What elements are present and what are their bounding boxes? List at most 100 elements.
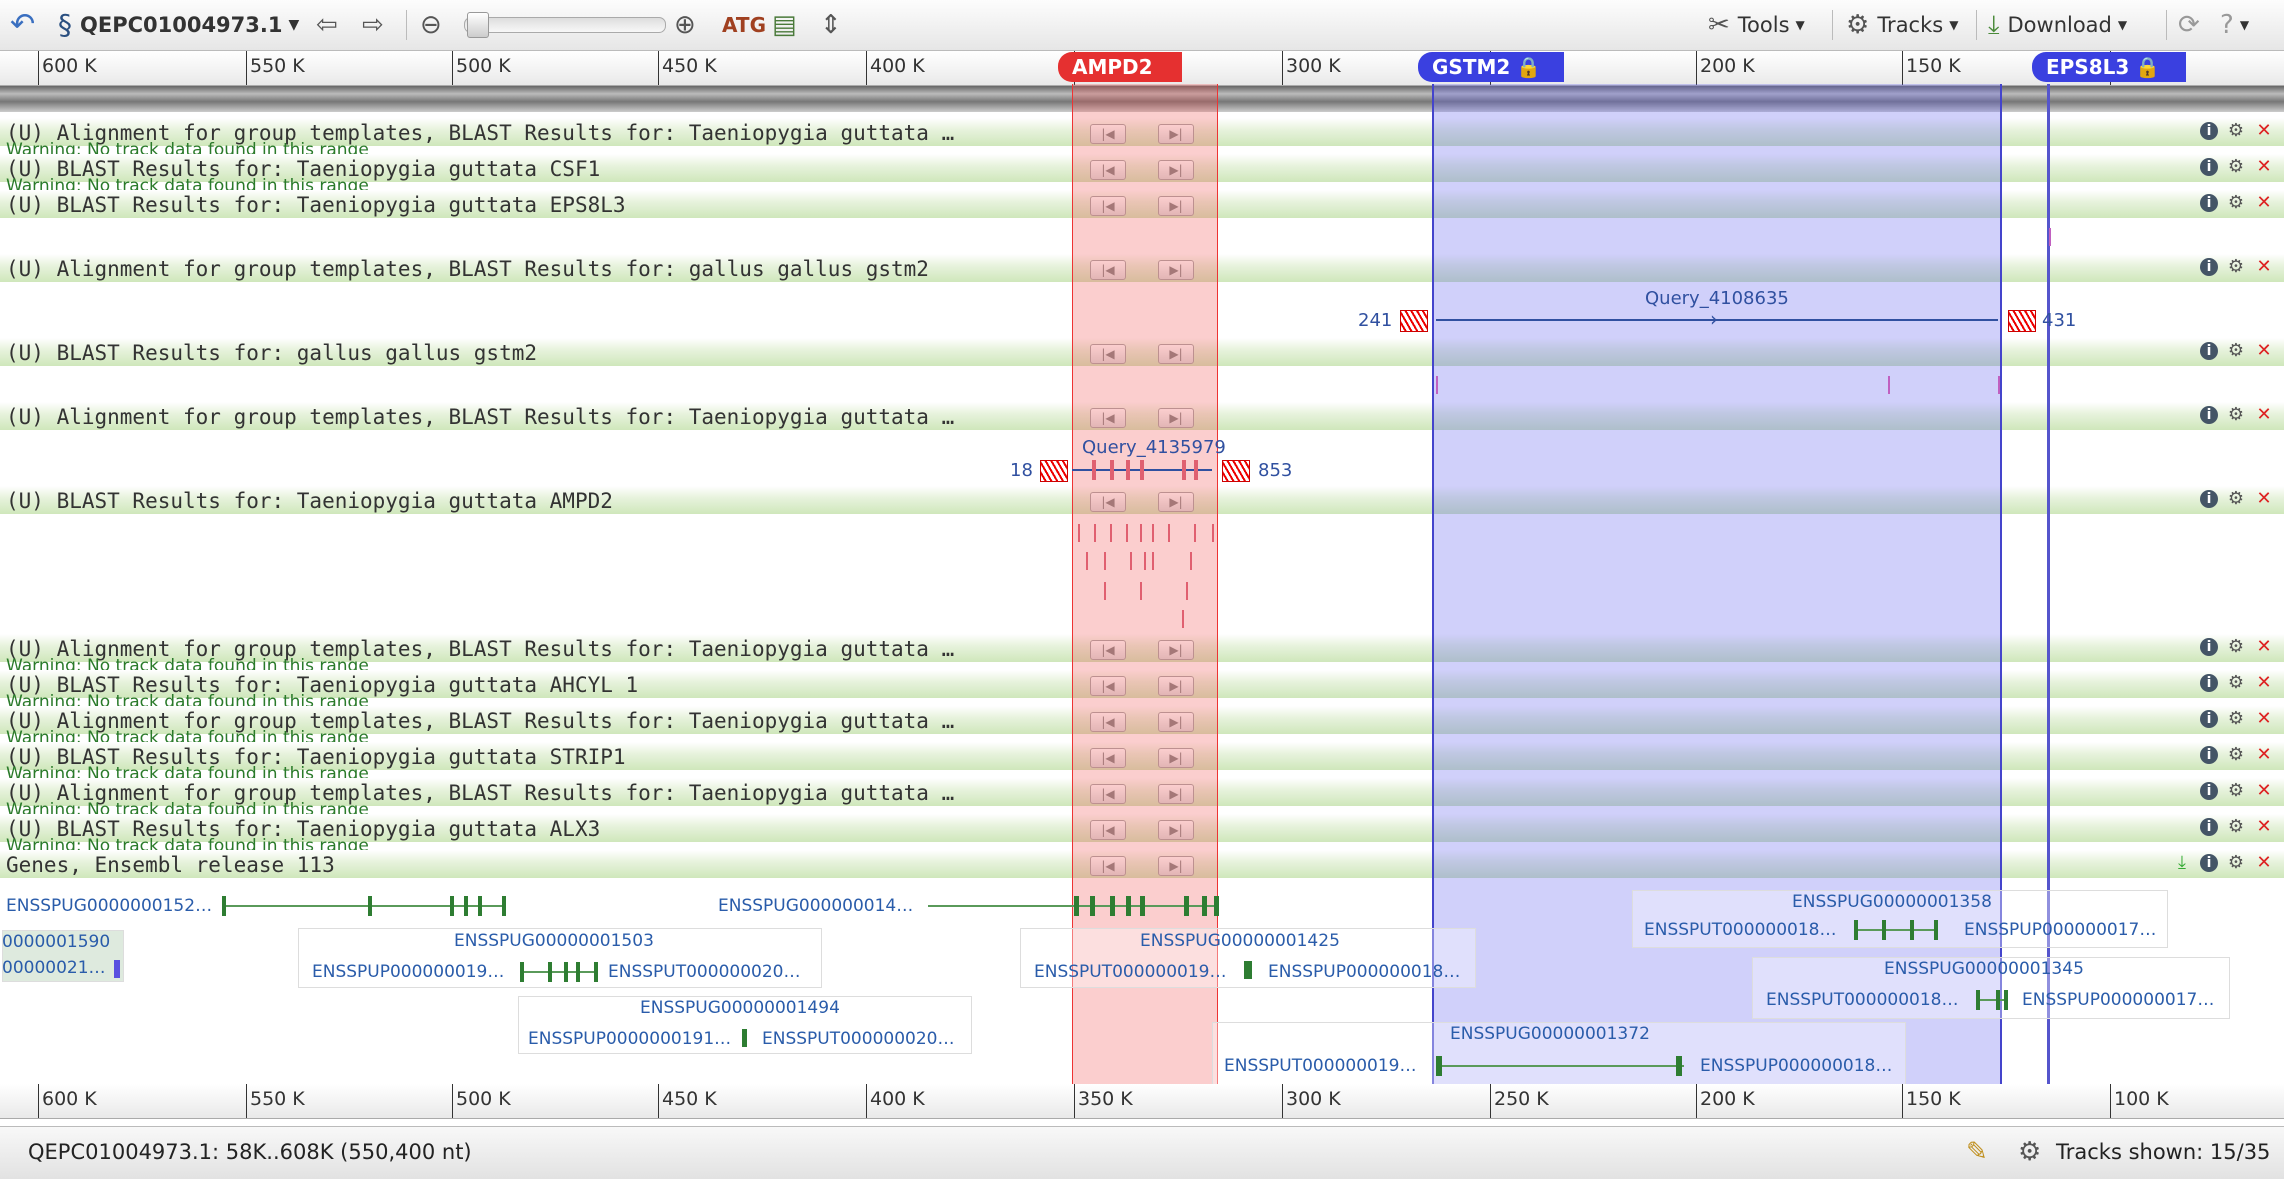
close-icon[interactable]: ✕: [2256, 744, 2272, 765]
gear-icon[interactable]: ⚙: [2227, 672, 2245, 693]
gear-icon[interactable]: ⚙: [2227, 708, 2245, 729]
close-icon[interactable]: ✕: [2256, 340, 2272, 361]
gene-label[interactable]: ENSSPUG00000001494: [640, 998, 840, 1018]
transcript-label[interactable]: ENSSPUT000000020…: [608, 962, 801, 982]
transcript-label[interactable]: ENSSPUT000000018…: [1644, 920, 1837, 940]
nav-next-button[interactable]: ▶|: [1158, 676, 1194, 696]
nav-prev-button[interactable]: |◀: [1090, 260, 1126, 280]
nav-next-button[interactable]: ▶|: [1158, 712, 1194, 732]
info-icon[interactable]: i: [2200, 406, 2218, 424]
close-icon[interactable]: ✕: [2256, 708, 2272, 729]
nav-prev-button[interactable]: |◀: [1090, 196, 1126, 216]
info-icon[interactable]: i: [2200, 638, 2218, 656]
download-menu[interactable]: ⤓ Download ▼: [1988, 0, 2127, 50]
info-icon[interactable]: i: [2200, 122, 2218, 140]
track-label[interactable]: (U) BLAST Results for: Taeniopygia gutta…: [6, 489, 613, 513]
blast-hit-mark[interactable]: [1168, 524, 1170, 542]
pan-left-button[interactable]: ⇦: [316, 0, 338, 50]
nav-next-button[interactable]: ▶|: [1158, 344, 1194, 364]
gene-model[interactable]: [222, 905, 504, 907]
nav-next-button[interactable]: ▶|: [1158, 160, 1194, 180]
blast-hit-mark[interactable]: [1104, 582, 1106, 600]
nav-prev-button[interactable]: |◀: [1090, 820, 1126, 840]
blast-hit-mark[interactable]: [1094, 524, 1096, 542]
track-label[interactable]: (U) BLAST Results for: Taeniopygia gutta…: [6, 193, 626, 217]
gear-icon[interactable]: ⚙: [2227, 816, 2245, 837]
marker-eps8l3[interactable]: EPS8L3 🔒: [2032, 52, 2186, 82]
track-header[interactable]: [0, 742, 2284, 770]
blast-hit-mark[interactable]: [1186, 582, 1188, 600]
blast-hit-mark[interactable]: [1140, 524, 1142, 542]
refseq-selector[interactable]: § QEPC01004973.1 ▼: [58, 0, 299, 50]
blast-hit-mark[interactable]: [1888, 376, 1890, 394]
close-icon[interactable]: ✕: [2256, 404, 2272, 425]
nav-prev-button[interactable]: |◀: [1090, 160, 1126, 180]
blast-hit-mark[interactable]: [1190, 552, 1192, 570]
gene-label[interactable]: ENSSPUG00000001345: [1884, 959, 2084, 979]
nav-prev-button[interactable]: |◀: [1090, 124, 1126, 144]
zoom-in-button[interactable]: ⊕: [674, 0, 696, 50]
track-group-button[interactable]: ▤: [772, 0, 797, 50]
transcript-label[interactable]: ENSSPUT000000020…: [762, 1029, 955, 1049]
blast-hit-mark[interactable]: [1104, 552, 1106, 570]
track-label[interactable]: (U) Alignment for group templates, BLAST…: [6, 121, 955, 145]
info-icon[interactable]: i: [2200, 710, 2218, 728]
blast-hit-mark[interactable]: [1110, 524, 1112, 542]
track-label[interactable]: (U) Alignment for group templates, BLAST…: [6, 405, 955, 429]
track-header[interactable]: [0, 814, 2284, 842]
track-label[interactable]: (U) BLAST Results for: gallus gallus gst…: [6, 341, 538, 365]
close-icon[interactable]: ✕: [2256, 156, 2272, 177]
track-header[interactable]: [0, 706, 2284, 734]
track-header[interactable]: [0, 850, 2284, 878]
track-header[interactable]: [0, 486, 2284, 514]
tracks-shown-count[interactable]: Tracks shown: 15/35: [2056, 1140, 2271, 1164]
close-icon[interactable]: ✕: [2256, 852, 2272, 873]
blast-hit-mark[interactable]: [1182, 610, 1184, 628]
info-icon[interactable]: i: [2200, 746, 2218, 764]
nav-next-button[interactable]: ▶|: [1158, 124, 1194, 144]
gear-icon[interactable]: ⚙: [2227, 404, 2245, 425]
track-label[interactable]: (U) Alignment for group templates, BLAST…: [6, 257, 929, 281]
track-header[interactable]: [0, 154, 2284, 182]
close-icon[interactable]: ✕: [2256, 636, 2272, 657]
blast-hit-mark[interactable]: [1140, 582, 1142, 600]
close-icon[interactable]: ✕: [2256, 672, 2272, 693]
track-header[interactable]: [0, 338, 2284, 366]
transcript-label[interactable]: ENSSPUT000000019…: [1034, 962, 1227, 982]
blast-hit-mark[interactable]: [1130, 552, 1132, 570]
nav-next-button[interactable]: ▶|: [1158, 640, 1194, 660]
info-icon[interactable]: i: [2200, 342, 2218, 360]
track-header[interactable]: [0, 778, 2284, 806]
collapse-button[interactable]: ⇕: [820, 0, 842, 50]
transcript-label[interactable]: 00000021…: [2, 958, 106, 978]
gear-icon[interactable]: ⚙: [2227, 636, 2245, 657]
track-header[interactable]: [0, 670, 2284, 698]
gene-label[interactable]: ENSSPUG0000000152…: [6, 896, 213, 916]
gene-model[interactable]: [1854, 929, 1938, 931]
close-icon[interactable]: ✕: [2256, 192, 2272, 213]
transcript-label[interactable]: ENSSPUP000000017…: [2022, 990, 2215, 1010]
undo-button[interactable]: ↶: [10, 0, 35, 50]
track-label[interactable]: (U) BLAST Results for: Taeniopygia gutta…: [6, 817, 601, 841]
nav-prev-button[interactable]: |◀: [1090, 784, 1126, 804]
close-icon[interactable]: ✕: [2256, 256, 2272, 277]
blast-hit-mark[interactable]: [2049, 228, 2051, 246]
blast-hit-mark[interactable]: [1126, 524, 1128, 542]
nav-prev-button[interactable]: |◀: [1090, 856, 1126, 876]
gear-icon[interactable]: ⚙: [2227, 256, 2245, 277]
gear-icon[interactable]: ⚙: [2227, 156, 2245, 177]
transcript-label[interactable]: ENSSPUT000000019…: [1224, 1056, 1417, 1076]
track-label[interactable]: (U) BLAST Results for: Taeniopygia gutta…: [6, 745, 626, 769]
gene-label[interactable]: ENSSPUG000000014…: [718, 896, 914, 916]
gene-label[interactable]: ENSSPUG00000001358: [1792, 892, 1992, 912]
nav-prev-button[interactable]: |◀: [1090, 748, 1126, 768]
track-label[interactable]: (U) Alignment for group templates, BLAST…: [6, 709, 955, 733]
nav-prev-button[interactable]: |◀: [1090, 640, 1126, 660]
info-icon[interactable]: i: [2200, 194, 2218, 212]
gene-label[interactable]: 0000001590: [2, 932, 111, 952]
transcript-label[interactable]: ENSSPUT000000018…: [1766, 990, 1959, 1010]
transcript-label[interactable]: ENSSPUP000000018…: [1700, 1056, 1893, 1076]
help-menu[interactable]: ? ▼: [2220, 0, 2249, 50]
marker-gstm2[interactable]: GSTM2 🔒: [1418, 52, 1564, 82]
